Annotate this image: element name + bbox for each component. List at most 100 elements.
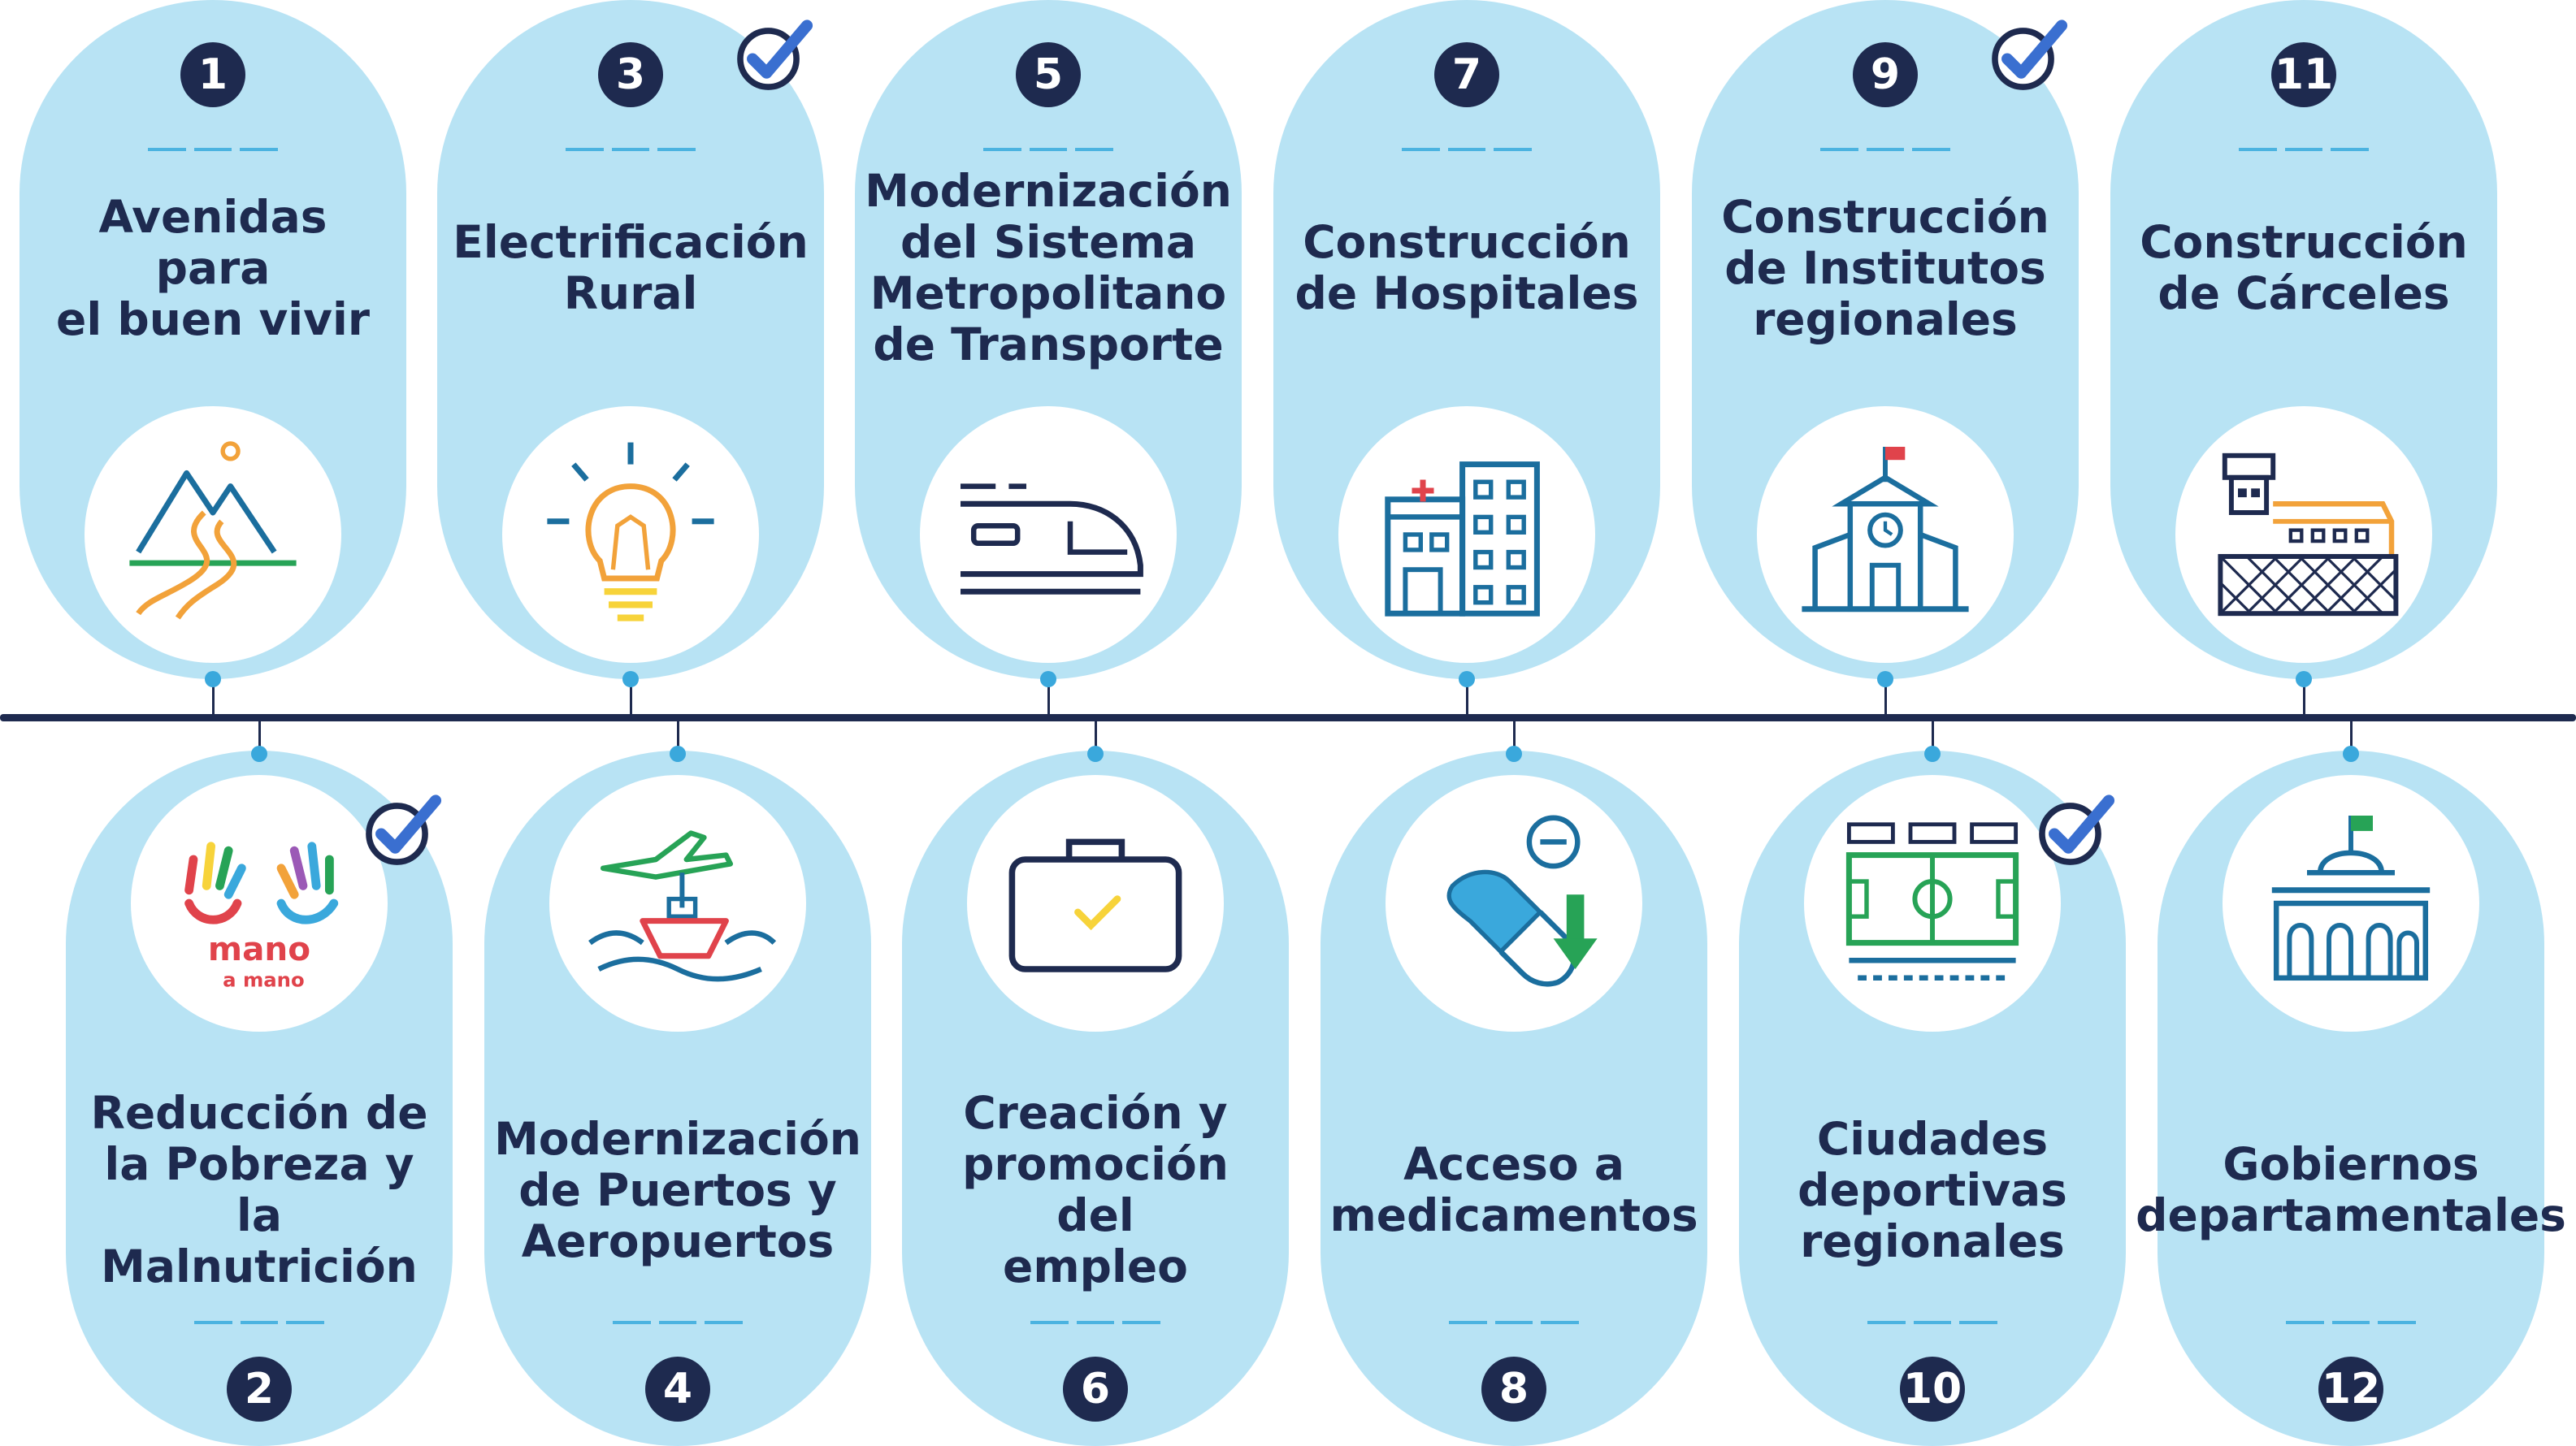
decorative-dashes bbox=[148, 148, 279, 151]
connector-dot bbox=[1040, 671, 1056, 687]
connector-stem bbox=[211, 679, 215, 717]
decorative-dashes bbox=[613, 1321, 744, 1324]
lightbulb-icon bbox=[547, 442, 714, 621]
connector-stem bbox=[1931, 718, 1934, 754]
prison-icon bbox=[2218, 452, 2399, 617]
connector-stem bbox=[1884, 679, 1887, 717]
connector-dot bbox=[1506, 746, 1522, 762]
logo-text-a-mano: a mano bbox=[223, 968, 305, 992]
connector-dot bbox=[1087, 746, 1104, 762]
timeline-card-8: 8 Acceso a medicamentos bbox=[1321, 751, 1707, 1446]
item-title: Avenidas para el buen vivir bbox=[56, 190, 370, 345]
item-number-badge: 6 bbox=[1063, 1357, 1128, 1422]
item-number-badge: 2 bbox=[227, 1357, 292, 1422]
icon-circle: mano a mano bbox=[131, 775, 388, 1032]
decorative-dashes bbox=[2286, 1321, 2417, 1324]
decorative-dashes bbox=[194, 1321, 325, 1324]
timeline-axis bbox=[0, 714, 2576, 721]
item-number-badge: 1 bbox=[180, 42, 245, 107]
icon-circle bbox=[502, 406, 759, 663]
completed-check bbox=[730, 10, 817, 97]
logo-text-mano: mano bbox=[208, 929, 310, 968]
icon-circle bbox=[967, 775, 1224, 1032]
connector-dot bbox=[2343, 746, 2359, 762]
decorative-dashes bbox=[1820, 148, 1951, 151]
item-number-badge: 8 bbox=[1481, 1357, 1546, 1422]
decorative-dashes bbox=[566, 148, 696, 151]
item-number-badge: 12 bbox=[2318, 1357, 2383, 1422]
timeline-card-12: 12 Gobiernos departamentales bbox=[2136, 751, 2566, 1446]
icon-circle bbox=[1804, 775, 2061, 1032]
connector-stem bbox=[2349, 718, 2353, 754]
item-number-badge: 9 bbox=[1853, 42, 1918, 107]
icon-circle bbox=[85, 406, 341, 663]
connector-stem bbox=[258, 718, 261, 754]
connector-stem bbox=[2302, 679, 2305, 717]
checkmark-badge-icon bbox=[1992, 19, 2068, 90]
connector-dot bbox=[2296, 671, 2312, 687]
plane-ship-icon bbox=[588, 830, 777, 982]
icon-circle bbox=[1338, 406, 1595, 663]
icon-circle bbox=[2175, 406, 2432, 663]
icon-circle bbox=[549, 775, 806, 1032]
connector-dot bbox=[622, 671, 639, 687]
item-title: Construcción de Hospitales bbox=[1295, 216, 1639, 319]
item-title: Gobiernos departamentales bbox=[2136, 1138, 2566, 1241]
item-number-badge: 11 bbox=[2271, 42, 2336, 107]
connector-dot bbox=[251, 746, 267, 762]
item-number-badge: 5 bbox=[1016, 42, 1081, 107]
connector-dot bbox=[670, 746, 686, 762]
briefcase-icon bbox=[1008, 838, 1182, 972]
connector-dot bbox=[1877, 671, 1893, 687]
connector-stem bbox=[1047, 679, 1050, 717]
connector-dot bbox=[1924, 746, 1941, 762]
item-number-badge: 4 bbox=[645, 1357, 710, 1422]
connector-dot bbox=[1459, 671, 1475, 687]
icon-circle bbox=[2223, 775, 2479, 1032]
connector-dot bbox=[205, 671, 221, 687]
medicine-icon bbox=[1446, 815, 1598, 987]
checkmark-badge-icon bbox=[737, 19, 813, 90]
connector-stem bbox=[629, 679, 632, 717]
connector-stem bbox=[1512, 718, 1516, 754]
icon-circle bbox=[1757, 406, 2014, 663]
decorative-dashes bbox=[1867, 1321, 1998, 1324]
mountain-road-icon bbox=[129, 441, 297, 620]
school-icon bbox=[1802, 447, 1969, 613]
checkmark-badge-icon bbox=[366, 794, 442, 865]
stadium-icon bbox=[1845, 822, 2019, 981]
item-title: Construcción de Cárceles bbox=[2140, 216, 2468, 319]
mano-a-mano-logo: mano a mano bbox=[184, 842, 339, 992]
checkmark-badge-icon bbox=[2039, 794, 2115, 865]
decorative-dashes bbox=[1030, 1321, 1161, 1324]
decorative-dashes bbox=[2239, 148, 2370, 151]
completed-check bbox=[1984, 10, 2072, 97]
connector-stem bbox=[1094, 718, 1097, 754]
connector-stem bbox=[1465, 679, 1468, 717]
train-icon bbox=[961, 483, 1143, 595]
item-title: Acceso a medicamentos bbox=[1329, 1138, 1698, 1241]
connector-stem bbox=[676, 718, 679, 754]
item-number-badge: 7 bbox=[1434, 42, 1499, 107]
icon-circle bbox=[1386, 775, 1642, 1032]
item-title: Modernización del Sistema Metropolitano … bbox=[865, 165, 1232, 370]
item-number-badge: 3 bbox=[598, 42, 663, 107]
government-building-icon bbox=[2271, 816, 2431, 981]
item-title: Construcción de Institutos regionales bbox=[1721, 190, 2049, 345]
completed-check bbox=[358, 785, 446, 872]
decorative-dashes bbox=[983, 148, 1114, 151]
decorative-dashes bbox=[1449, 1321, 1580, 1324]
completed-check bbox=[2032, 785, 2119, 872]
hospital-icon bbox=[1385, 461, 1540, 617]
item-title: Creación y promoción del empleo bbox=[962, 1087, 1229, 1292]
